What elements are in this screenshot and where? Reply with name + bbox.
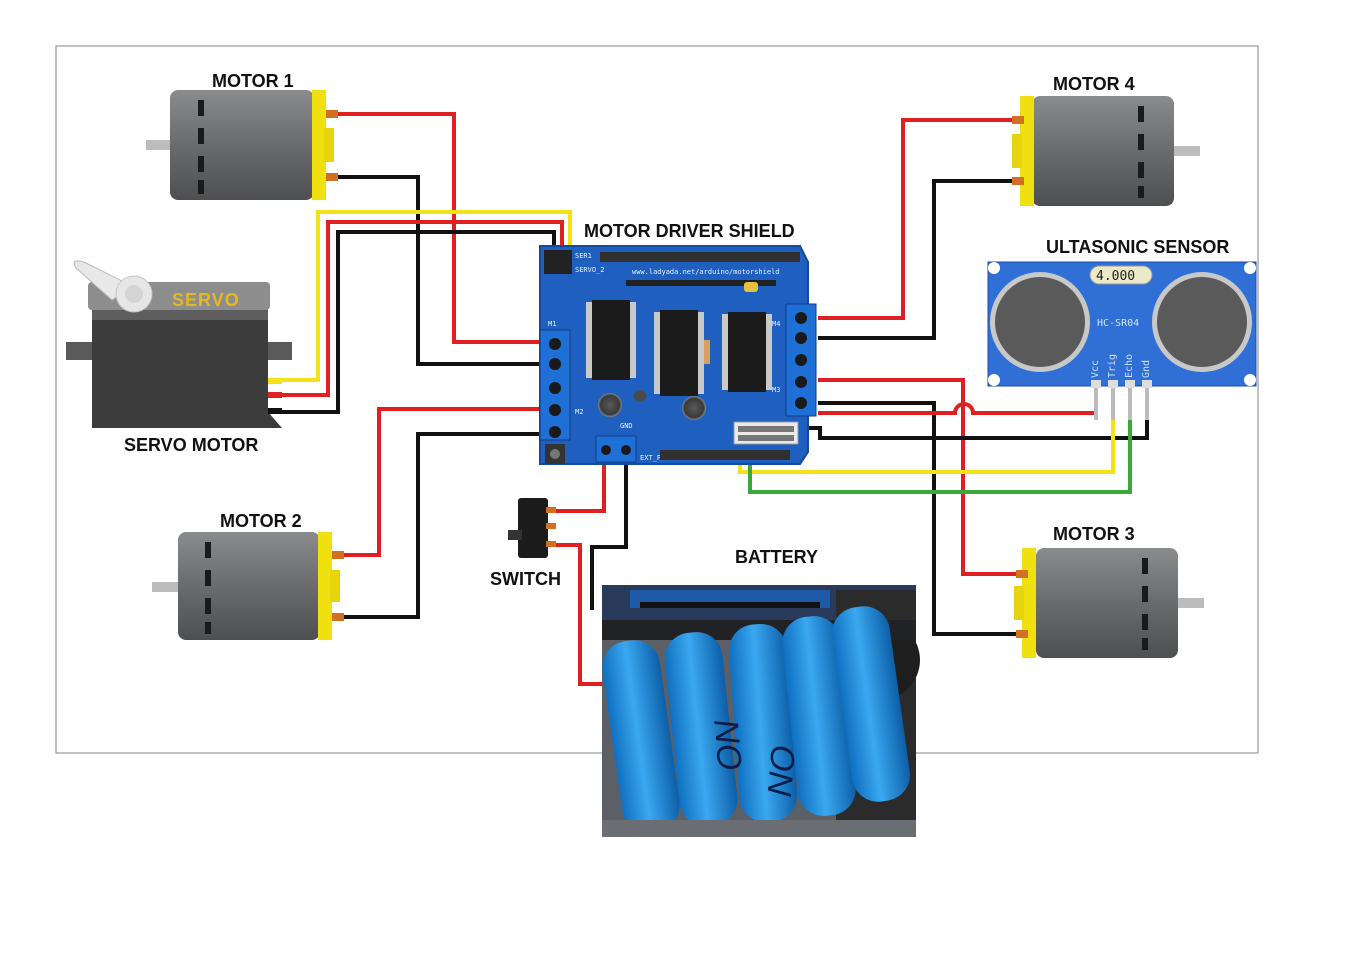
sensor-pin-echo: Echo (1124, 354, 1135, 378)
switch (508, 498, 556, 558)
switch-label: SWITCH (490, 569, 561, 589)
servo-black-wire (282, 230, 556, 414)
battery-cells (602, 606, 910, 832)
motor-2 (152, 532, 344, 640)
sensor-pin-trig: Trig (1107, 354, 1118, 378)
battery-cell-mark-2: ON (760, 743, 802, 798)
shield-url-text: www.ladyada.net/arduino/motorshield (632, 268, 780, 276)
motor1-label: MOTOR 1 (212, 71, 294, 91)
motor2-red-wire (342, 407, 542, 557)
motor-3 (1014, 548, 1204, 658)
sensor-vcc-wire (818, 390, 1098, 415)
shield-capacitor (598, 393, 622, 417)
motor4-label: MOTOR 4 (1053, 74, 1135, 94)
motor1-black-wire (338, 175, 542, 366)
motor4-black-wire (818, 179, 1020, 340)
switch-red-wire (556, 543, 604, 686)
power-black-wire (590, 462, 628, 610)
motor3-red-wire (818, 378, 1022, 576)
sensor-pins (1094, 388, 1149, 420)
shield-m3-text: M3 (772, 386, 780, 394)
servo-red-wire (282, 220, 564, 397)
sensor-label: ULTASONIC SENSOR (1046, 237, 1229, 257)
sensor-gnd-wire (800, 390, 1149, 440)
shield-gnd-text: GND (620, 422, 633, 430)
servo-motor: SERVO (66, 260, 292, 428)
sensor-pin-vcc: Vcc (1090, 360, 1101, 378)
shield-top-header (544, 250, 800, 274)
motor3-black-wire (818, 401, 1022, 636)
shield-servo2-text: SERVO_2 (575, 266, 605, 274)
motor-1 (146, 90, 338, 200)
shield-capacitor (682, 396, 706, 420)
battery-label: BATTERY (735, 547, 818, 567)
shield-m4-text: M4 (772, 320, 780, 328)
shield-m2-text: M2 (575, 408, 583, 416)
motor2-black-wire (342, 432, 542, 619)
servo-yellow-wire (282, 210, 572, 382)
battery-pack: ON ON (602, 585, 920, 837)
motor-4 (1012, 96, 1200, 206)
shield-m1-text: M1 (548, 320, 556, 328)
motor1-red-wire (338, 112, 542, 344)
sensor-display-text: 4.000 (1096, 269, 1135, 284)
motor4-red-wire (818, 118, 1020, 320)
sensor-model-text: HC-SR04 (1097, 318, 1139, 329)
shield-chips (586, 300, 772, 396)
shield-label: MOTOR DRIVER SHIELD (584, 221, 795, 241)
servo-body-text: SERVO (172, 290, 240, 310)
shield-ser1-text: SER1 (575, 252, 592, 260)
shield-left-terminals (539, 329, 571, 441)
battery-cell-mark-1: ON (708, 718, 750, 773)
servo-motor-label: SERVO MOTOR (124, 435, 258, 455)
ultrasonic-sensor: 4.000 HC-SR04 Vcc Trig Echo Gnd (987, 261, 1257, 420)
motor-driver-shield: SER1 SERVO_2 www.ladyada.net/arduino/mot… (539, 245, 817, 465)
sensor-pin-gnd: Gnd (1141, 360, 1152, 378)
shield-right-terminals (785, 303, 817, 417)
motor3-label: MOTOR 3 (1053, 524, 1135, 544)
shield-ext-pwr-text: EXT_PWR (640, 454, 670, 462)
motor2-label: MOTOR 2 (220, 511, 302, 531)
power-red-wire (556, 462, 606, 513)
